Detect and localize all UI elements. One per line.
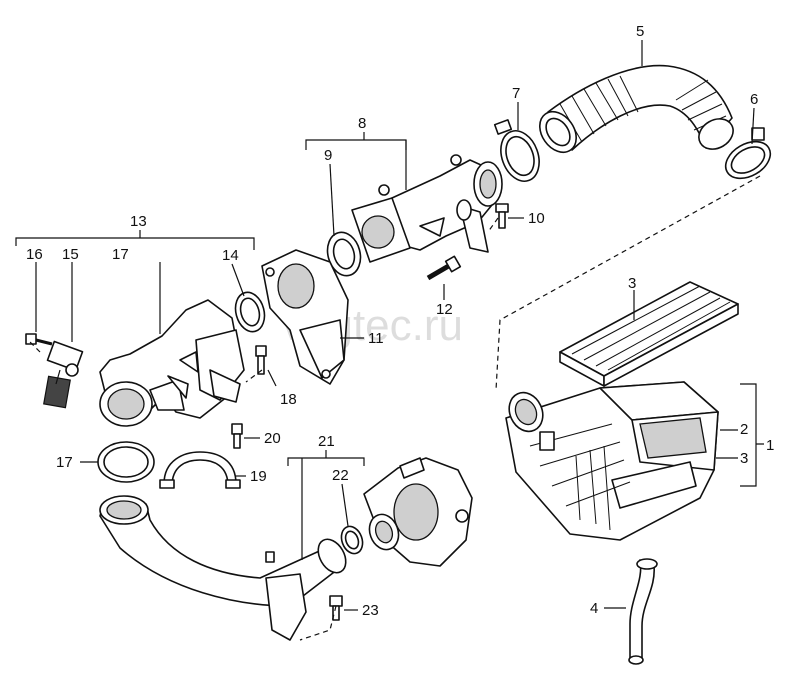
- leader-lines: [15, 40, 764, 611]
- part-11-flange-adapter: [261, 249, 349, 385]
- part-6-hose-clamp: [724, 127, 772, 180]
- callout-17-upper: 17: [112, 246, 129, 263]
- callout-17-lower: 17: [56, 454, 73, 471]
- callout-9: 9: [324, 147, 332, 164]
- connection-lines: [27, 175, 761, 641]
- part-10-screw: [495, 203, 509, 229]
- callout-16: 16: [26, 246, 43, 263]
- callout-3-housing: 3: [740, 450, 748, 467]
- callout-20: 20: [264, 430, 281, 447]
- part-12-bolt: [426, 255, 462, 281]
- part-4-drain-hose: [628, 558, 658, 665]
- part-8-throttle-housing: [351, 154, 503, 263]
- callout-10: 10: [528, 210, 545, 227]
- callout-23: 23: [362, 602, 379, 619]
- callout-8: 8: [358, 115, 366, 132]
- part-1-air-filter-housing: [505, 381, 719, 541]
- callout-21: 21: [318, 433, 335, 450]
- part-3-air-filter-element: [559, 281, 739, 387]
- callout-13: 13: [130, 213, 147, 230]
- callout-1: 1: [766, 437, 774, 454]
- callout-3-filter-element: 3: [628, 275, 636, 292]
- part-17-gasket: [97, 441, 155, 483]
- callout-5: 5: [636, 23, 644, 40]
- part-13-intake-pipe: [99, 299, 245, 427]
- part-14-gasket: [234, 291, 266, 333]
- callout-19: 19: [250, 468, 267, 485]
- callout-18: 18: [280, 391, 297, 408]
- callout-6: 6: [750, 91, 758, 108]
- callout-7: 7: [512, 85, 520, 102]
- part-22-gasket: [340, 525, 364, 555]
- callout-14: 14: [222, 247, 239, 264]
- part-18-screw: [255, 345, 267, 375]
- part-20-screw: [231, 423, 243, 449]
- part-16-screw: [25, 333, 53, 346]
- callout-22: 22: [332, 467, 349, 484]
- part-7-hose-clamp: [493, 119, 540, 182]
- callout-labels: 1 2 3 3 4 5 6 7 8 9 10 11 12 13 14 15 16…: [26, 23, 774, 619]
- callout-12: 12: [436, 301, 453, 318]
- callout-15: 15: [62, 246, 79, 263]
- part-21-charge-pipe: [99, 495, 347, 641]
- part-15-sensor: [43, 340, 84, 409]
- callout-4: 4: [590, 600, 598, 617]
- part-19-clamp-bracket: [159, 451, 241, 489]
- compressor-housing: [363, 457, 473, 567]
- part-5-air-intake-hose: [539, 64, 734, 154]
- callout-11: 11: [368, 330, 384, 347]
- callout-2: 2: [740, 421, 748, 438]
- part-9-gasket: [326, 231, 362, 277]
